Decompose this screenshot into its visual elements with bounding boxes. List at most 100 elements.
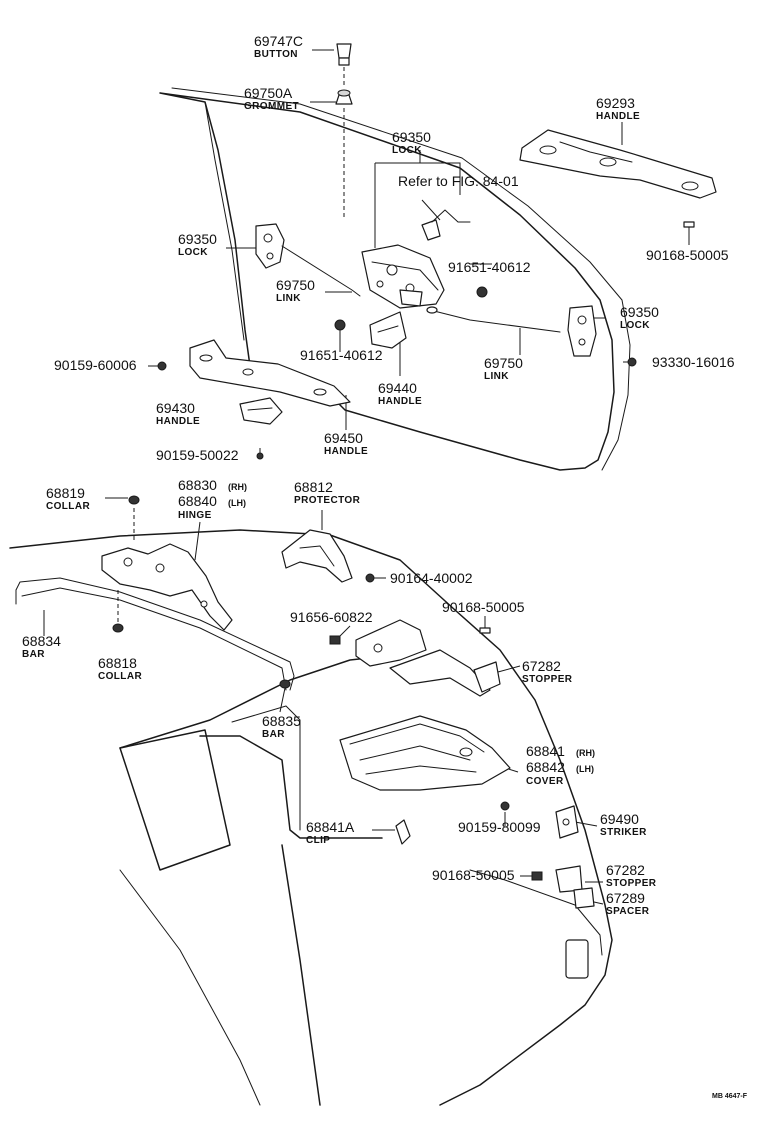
lock-cable-part <box>421 209 471 241</box>
link-69750-right-part <box>426 306 561 333</box>
part-name: LINK <box>276 293 301 304</box>
part-name: BUTTON <box>254 49 298 60</box>
part-number: 69750A <box>244 85 293 101</box>
collar-68818-part <box>112 623 124 633</box>
part-name: SPACER <box>606 906 650 917</box>
part-number: 90159-50022 <box>156 447 239 463</box>
screw-90168-50005-bottom <box>531 871 543 881</box>
part-name: COVER <box>526 776 564 787</box>
callout-c20: 90164-40002 <box>390 570 473 586</box>
paired-callout-p02: 68841(RH)68842(LH)COVER <box>526 743 595 787</box>
part-name: CLIP <box>306 835 330 846</box>
part-number: 69293 <box>596 95 635 111</box>
hinge-bracket-center-part <box>355 619 491 697</box>
screw-90159-60006 <box>157 361 167 371</box>
part-number: 67282 <box>522 658 561 674</box>
part-name: HANDLE <box>378 396 422 407</box>
side-b-label: (LH) <box>228 498 246 508</box>
collar-68819-part <box>128 495 140 505</box>
part-number: 69440 <box>378 380 417 396</box>
callout-c24: 90168-50005 <box>442 599 525 615</box>
part-name: HANDLE <box>156 416 200 427</box>
part-number-a: 68830 <box>178 477 217 493</box>
part-number: 68841A <box>306 819 355 835</box>
vehicle-body-outline <box>9 529 613 1106</box>
lock-69350-right-part <box>567 305 597 357</box>
callout-c07: 91651-40612 <box>448 259 531 275</box>
part-number: 90164-40002 <box>390 570 473 586</box>
paired-callout-p01: 68830(RH)68840(LH)HINGE <box>178 477 247 521</box>
screw-90159-80099 <box>500 801 510 811</box>
callout-c11: 91651-40612 <box>300 347 383 363</box>
handle-69293-part <box>519 129 717 199</box>
part-name: COLLAR <box>98 671 142 682</box>
part-name: BAR <box>22 649 45 660</box>
striker-69490-part <box>555 805 579 839</box>
callout-c10: 90159-60006 <box>54 357 137 373</box>
part-number: 90168-50005 <box>442 599 525 615</box>
part-number: 69490 <box>600 811 639 827</box>
part-number: 67289 <box>606 890 645 906</box>
part-number: 93330-16016 <box>652 354 735 370</box>
back-door-outline <box>159 87 631 471</box>
callout-c05: 90168-50005 <box>646 247 729 263</box>
part-number: 69750 <box>484 355 523 371</box>
bar-68835-part <box>279 679 291 689</box>
screw-91651-40612-upper <box>476 286 488 298</box>
handle-69450-part <box>189 339 351 407</box>
protector-68812-part <box>281 529 353 583</box>
part-number: 68812 <box>294 479 333 495</box>
part-number: 69450 <box>324 430 363 446</box>
part-number-a: 68841 <box>526 743 565 759</box>
part-name: STOPPER <box>606 878 657 889</box>
figure-code: MB 4647-F <box>712 1093 748 1100</box>
cover-68841-68842-part <box>339 715 511 791</box>
part-name: HINGE <box>178 510 212 521</box>
part-name: BAR <box>262 729 285 740</box>
spacer-67289-part <box>573 887 595 909</box>
screw-93330-16016 <box>627 357 637 367</box>
part-name: LOCK <box>620 320 650 331</box>
part-name: HANDLE <box>324 446 368 457</box>
part-number: 68819 <box>46 485 85 501</box>
stopper-67282-lower-part <box>555 865 583 893</box>
part-number: 90168-50005 <box>432 867 515 883</box>
part-name: HANDLE <box>596 111 640 122</box>
handle-69440-part <box>369 311 407 349</box>
screw-90168-50005-middle <box>479 627 491 634</box>
part-number: 69350 <box>178 231 217 247</box>
screw-90159-50022 <box>256 452 264 460</box>
part-number: 68834 <box>22 633 61 649</box>
part-number-b: 68840 <box>178 493 217 509</box>
part-number: 69750 <box>276 277 315 293</box>
lock-69350-left-part <box>255 223 361 297</box>
part-number: 69350 <box>392 129 431 145</box>
screw-91651-40612-lower <box>334 319 346 331</box>
part-number: 68818 <box>98 655 137 671</box>
reference-note: Refer to FIG. 84-01 <box>398 173 519 189</box>
part-number: 68835 <box>262 713 301 729</box>
callout-c17: 90159-50022 <box>156 447 239 463</box>
part-number: 69430 <box>156 400 195 416</box>
part-number: 90159-60006 <box>54 357 137 373</box>
part-number-b: 68842 <box>526 759 565 775</box>
screw-90164-40002 <box>365 573 375 583</box>
part-name: LOCK <box>392 145 422 156</box>
button-69747c-part <box>336 43 352 66</box>
callout-c23: 91656-60822 <box>290 609 373 625</box>
